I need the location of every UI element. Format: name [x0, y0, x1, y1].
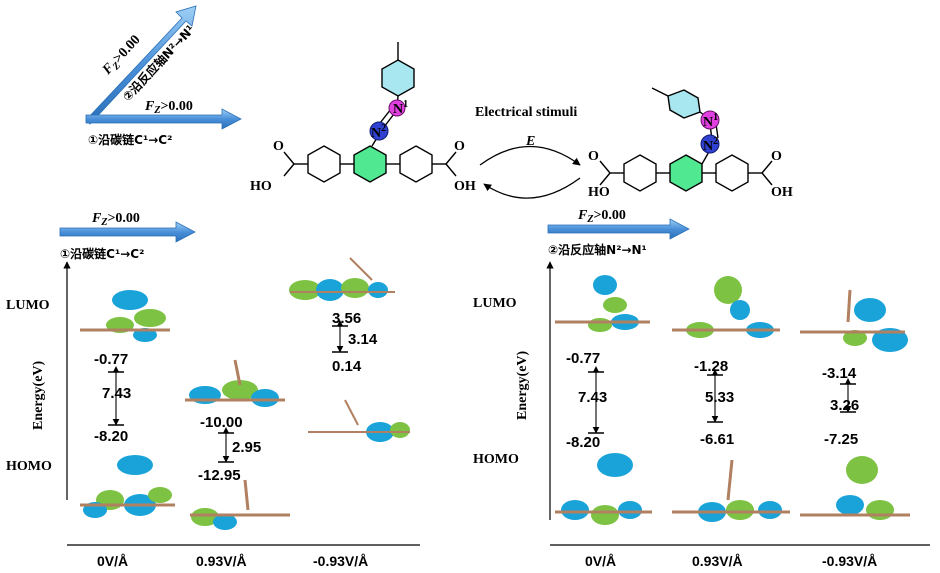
n2-atom-right [700, 134, 720, 154]
left-chain-label: ①沿碳链C¹→C² [60, 246, 144, 261]
left-col3-gap-value: 3.14 [348, 331, 378, 348]
n1-label-left: N [393, 102, 403, 117]
right-col2-homo-orbital [672, 459, 790, 522]
right-col1-homo-value: -8.20 [566, 434, 600, 451]
right-col1-gap-value: 7.43 [578, 389, 607, 406]
svg-text:N2: N2 [371, 123, 386, 141]
horiz-chain-label: ①沿碳链C¹→C² [88, 132, 172, 147]
right-col1-lumo-orbital [555, 275, 650, 332]
left-col1-lumo-orbital [80, 290, 170, 342]
molecule-right [599, 87, 773, 192]
right-col2-gap-value: 5.33 [705, 389, 734, 406]
left-col2-homo-value: -12.95 [198, 467, 241, 484]
n1-atom-left [388, 99, 406, 117]
right-x-label-0: 0V/Å [585, 553, 616, 569]
left-col2-lumo-value: -10.00 [200, 414, 243, 431]
left-col2-lumo-orbital [185, 359, 285, 407]
right-col2-lumo-orbital [672, 276, 780, 338]
left-y-label: Energy(eV) [31, 360, 46, 430]
n1-label-right: N [703, 115, 713, 130]
left-lumo-label: LUMO [6, 298, 50, 313]
stimuli-label: Electrical stimuli [475, 105, 577, 120]
left-x-label-0: 0V/Å [97, 553, 128, 569]
right-col1-lumo-value: -0.77 [566, 350, 600, 367]
reverse-arrow [483, 177, 581, 199]
left-col3-homo-orbital [308, 399, 410, 442]
horizontal-field-arrow: FZ>0.00 ①沿碳链C¹→C² [85, 99, 242, 147]
o-left-mol-left: O [273, 139, 284, 154]
ho-left-mol-left: HO [250, 179, 272, 194]
svg-text:FZ>0.00: FZ>0.00 [577, 208, 626, 225]
left-col1-homo-value: -8.20 [94, 428, 128, 445]
ho-left-mol-right: HO [588, 185, 610, 200]
right-col3-homo-value: -7.25 [824, 431, 858, 448]
e-label: E [525, 134, 535, 149]
svg-text:FZ>0.00: FZ>0.00 [144, 99, 193, 116]
o-right-mol-left: O [454, 139, 465, 154]
left-col3-lumo-value: 3.56 [332, 310, 361, 327]
n1-atom-right [700, 110, 720, 130]
forward-arrow [479, 146, 581, 166]
left-col2-gap-value: 2.95 [232, 439, 261, 456]
horiz-fz-label: F [144, 99, 155, 114]
right-axis-label: ②沿反应轴N²→N¹ [548, 242, 647, 257]
right-y-label: Energy(eV) [515, 350, 530, 420]
left-homo-label: HOMO [6, 459, 52, 474]
right-col3-lumo-value: -3.14 [822, 365, 857, 382]
left-col3-lumo-orbital [289, 257, 395, 301]
molecule-left [283, 42, 457, 183]
right-col3-homo-orbital [800, 456, 910, 520]
n2-label-left: N [371, 126, 381, 141]
left-col3-homo-value: 0.14 [332, 358, 362, 375]
left-col2-homo-orbital [190, 479, 290, 530]
right-col3-gap-value: 3.26 [830, 397, 859, 414]
n2-label-right: N [703, 139, 713, 154]
svg-text:N2: N2 [703, 136, 718, 154]
left-col1-homo-orbital [80, 455, 175, 518]
oh-right-mol-right: OH [771, 185, 793, 200]
svg-text:N1: N1 [393, 99, 408, 117]
right-x-label-2: -0.93V/Å [822, 553, 877, 569]
oh-right-mol-left: OH [454, 179, 476, 194]
o-left-mol-right: O [588, 149, 599, 164]
left-col1-lumo-value: -0.77 [94, 351, 128, 368]
right-homo-label: HOMO [473, 452, 519, 467]
right-lumo-label: LUMO [473, 296, 517, 311]
left-x-label-2: -0.93V/Å [313, 553, 368, 569]
right-col3-lumo-orbital [800, 289, 908, 352]
left-field-arrow: FZ>0.00 ①沿碳链C¹→C² [59, 211, 196, 261]
right-field-arrow: FZ>0.00 ②沿反应轴N²→N¹ [547, 208, 690, 257]
right-col1-homo-orbital [555, 453, 652, 525]
svg-text:N1: N1 [703, 112, 718, 130]
o-right-mol-right: O [771, 149, 782, 164]
right-col2-lumo-value: -1.28 [694, 358, 728, 375]
left-x-label-1: 0.93V/Å [196, 553, 247, 569]
right-col2-homo-value: -6.61 [700, 431, 734, 448]
n2-atom-left [369, 121, 389, 141]
svg-text:FZ>0.00: FZ>0.00 [91, 211, 140, 228]
right-x-label-1: 0.93V/Å [692, 553, 743, 569]
left-col1-gap-value: 7.43 [102, 385, 131, 402]
